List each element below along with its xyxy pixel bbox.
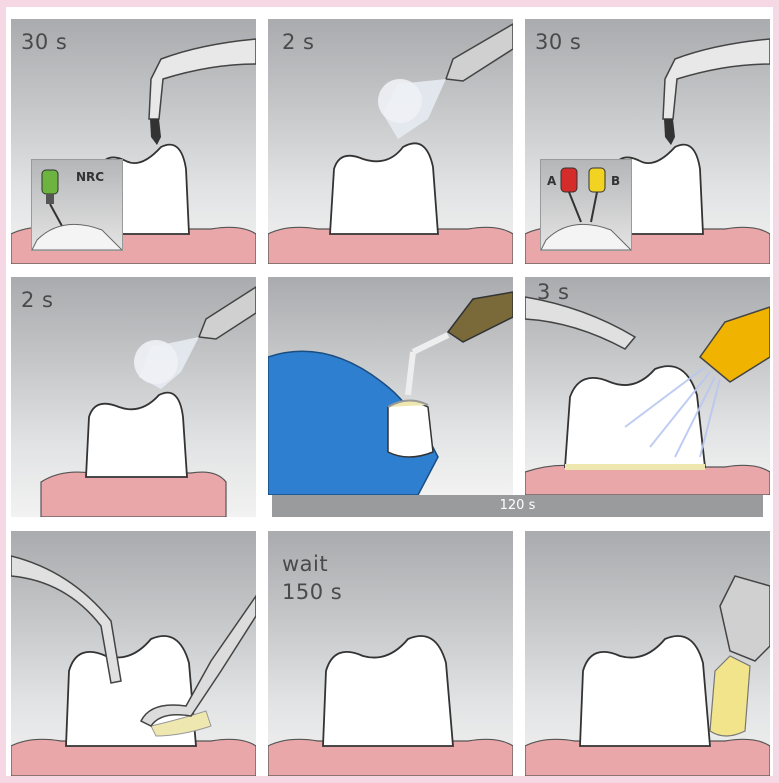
step-2-time-label: 2 s — [282, 29, 314, 55]
step-1-time-label: 30 s — [21, 29, 67, 55]
step-4-time-label: 2 s — [21, 287, 53, 313]
step-8-time-label: 150 s — [282, 579, 342, 605]
step-1-inset-label: NRC — [76, 170, 104, 184]
step-7-illustration — [11, 531, 256, 776]
step-8-panel: wait 150 s — [268, 531, 513, 776]
step-7-panel — [11, 531, 256, 776]
step-6-illustration — [525, 277, 770, 495]
step-1-panel: 30 s NRC — [11, 19, 256, 264]
step-6-time-label: 3 s — [537, 279, 569, 305]
timeline-bar: 120 s — [272, 495, 763, 517]
step-4-illustration — [11, 277, 256, 517]
step-5-panel — [268, 277, 513, 495]
step-3-time-label: 30 s — [535, 29, 581, 55]
step-9-illustration — [525, 531, 770, 776]
step-2-panel: 2 s — [268, 19, 513, 264]
step-1-inset: NRC — [31, 159, 123, 251]
step-8-wait-label: wait — [282, 551, 328, 577]
step-3-inset-label-b: B — [611, 174, 620, 188]
step-6-panel: 3 s — [525, 277, 770, 495]
step-3-inset: A B — [540, 159, 632, 251]
procedure-grid: 30 s NRC 2 s 30 s — [6, 7, 773, 776]
step-9-panel — [525, 531, 770, 776]
step-2-illustration — [268, 19, 513, 264]
step-4-panel: 2 s — [11, 277, 256, 517]
step-5-illustration — [268, 277, 513, 495]
step-3-inset-label-a: A — [547, 174, 556, 188]
step-3-panel: 30 s A B — [525, 19, 770, 264]
